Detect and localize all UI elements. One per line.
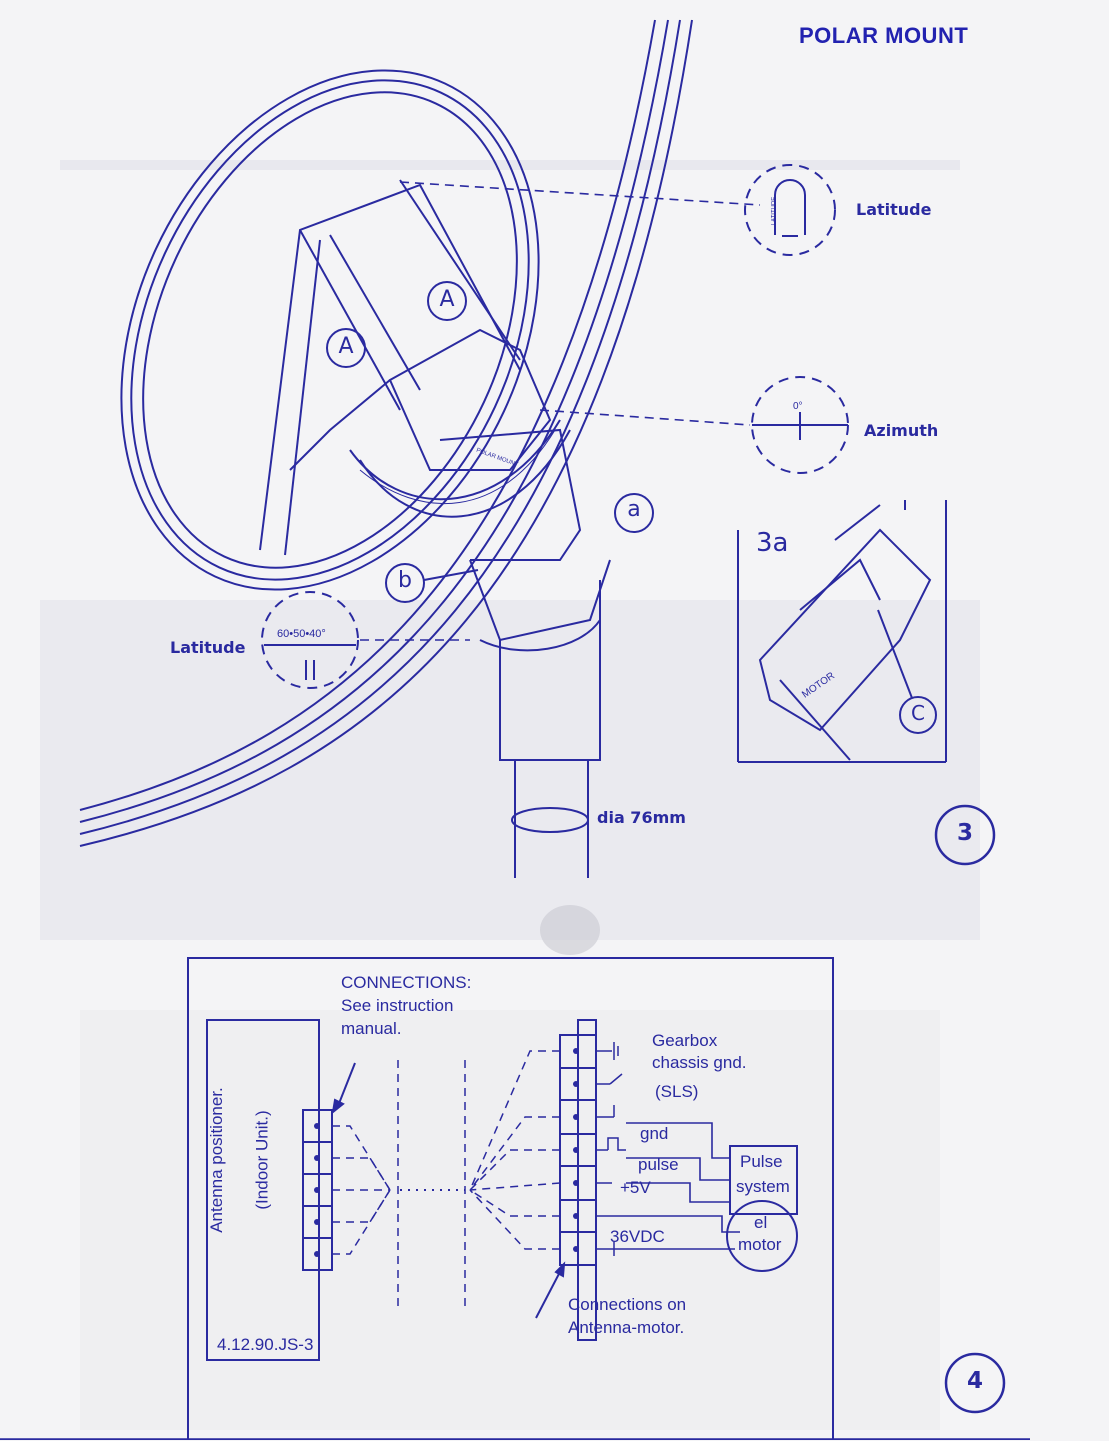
- terminal-label-pulse: pulse: [638, 1155, 679, 1174]
- latitude-dial-left-text: 60•50•40°: [277, 628, 326, 640]
- latitude-dial-top: [744, 164, 836, 256]
- callout-a: a: [627, 497, 641, 522]
- el-motor-circle: [726, 1200, 798, 1272]
- motor-connections-line-2: Antenna-motor.: [568, 1318, 685, 1337]
- terminal-label-sls: (SLS): [655, 1082, 699, 1101]
- terminal-label-5v: +5V: [620, 1178, 651, 1197]
- connections-note-line-3: manual.: [341, 1019, 402, 1038]
- terminal-label-gnd: gnd: [640, 1124, 669, 1143]
- dish-outer-edge: [79, 19, 693, 847]
- figure-3-badge: [934, 804, 996, 866]
- callout-circle-b: [385, 563, 425, 603]
- azimuth-dial-text: 0°: [793, 401, 803, 412]
- polar-mount-scale: [359, 429, 556, 505]
- el-motor-label-2: motor: [738, 1235, 782, 1254]
- motor-wiring: [620, 1122, 740, 1250]
- leader-lines: [360, 181, 761, 641]
- callout-circle-A1: [427, 281, 467, 321]
- pulse-system-box: [729, 1145, 798, 1215]
- azimuth-dial: [751, 376, 849, 474]
- terminal-label-chassis-gnd: chassis gnd.: [652, 1053, 747, 1072]
- terminal-label-36vdc: 36VDC: [610, 1227, 665, 1246]
- figure-4-number: 4: [966, 1368, 983, 1394]
- callout-b: b: [398, 568, 412, 593]
- latitude-label-left: Latitude: [170, 638, 246, 657]
- polar-mount-drawing: [79, 19, 996, 878]
- wiring-frame: [187, 957, 834, 1440]
- latitude-dial-left: [261, 591, 359, 689]
- figure-4-badge: [944, 1352, 1006, 1414]
- cable-run: [332, 1050, 561, 1310]
- connections-note-line-2: See instruction: [341, 996, 454, 1015]
- terminal-symbols: [596, 1042, 626, 1256]
- latitude-label-top: Latitude: [856, 200, 932, 219]
- inset-3a-frame: [737, 500, 947, 763]
- callout-C: C: [911, 701, 925, 725]
- pulse-system-label-1: Pulse: [740, 1152, 783, 1171]
- azimuth-label: Azimuth: [864, 421, 939, 440]
- callout-circle-C: [899, 696, 937, 734]
- connections-note-line-1: CONNECTIONS:: [341, 973, 472, 992]
- mount-body: [349, 328, 611, 652]
- pipe-diameter-label: dia 76mm: [597, 808, 686, 827]
- callout-A1: A: [439, 287, 455, 312]
- inset-motor-drawing: [758, 504, 932, 761]
- page-title: POLAR MOUNT: [799, 23, 969, 48]
- wiring-diagram: [0, 957, 1030, 1440]
- pulse-system-label-2: system: [736, 1177, 790, 1196]
- figure-3-number: 3: [956, 820, 973, 846]
- mount-pole: [499, 580, 601, 878]
- inset-3a-label: 3a: [756, 528, 789, 558]
- motor-connections-line-1: Connections on: [568, 1295, 687, 1314]
- callout-circle-a: [614, 493, 654, 533]
- el-motor-label-1: el: [754, 1213, 768, 1232]
- callout-A2: A: [338, 334, 354, 359]
- feed-struts: [259, 179, 521, 556]
- terminal-label-gearbox: Gearbox: [652, 1031, 718, 1050]
- positioner-label-line-1: Antenna positioner.: [206, 1087, 226, 1233]
- callout-circle-A2: [326, 328, 366, 368]
- positioner-label-line-2: (Indoor Unit.): [252, 1110, 272, 1210]
- dish-rim: [120, 69, 540, 591]
- latitude-dial-top-text: LATITUDE: [771, 196, 778, 226]
- reference-code: 4.12.90.JS-3: [217, 1335, 314, 1354]
